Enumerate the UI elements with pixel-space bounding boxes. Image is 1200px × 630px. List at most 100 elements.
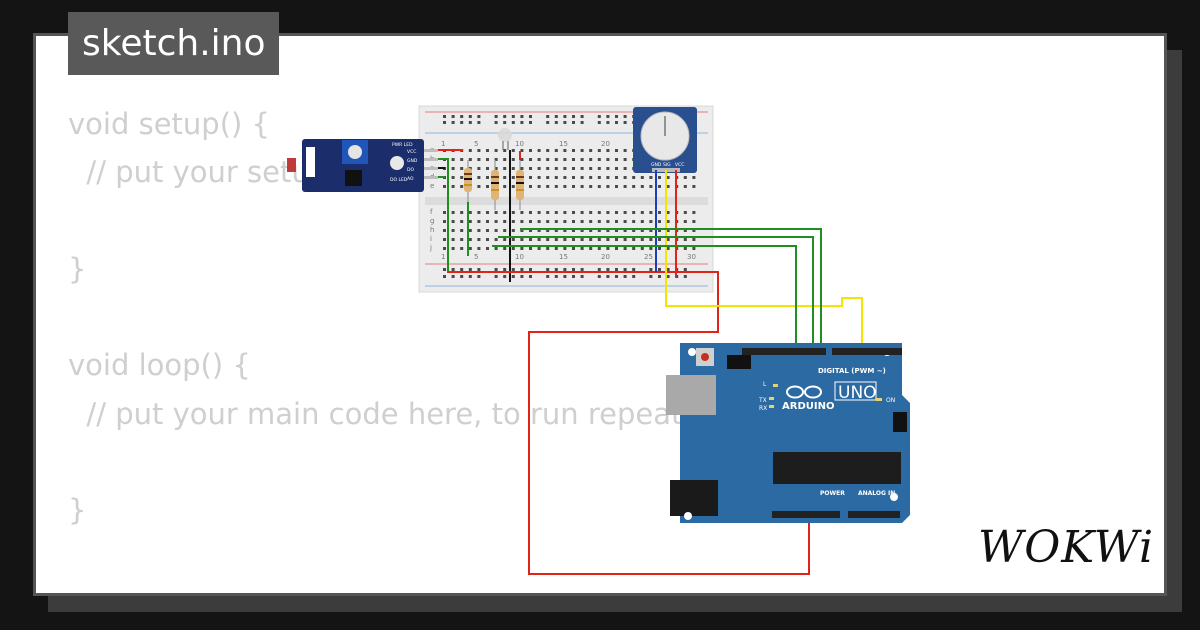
breadboard-hole	[460, 211, 464, 214]
breadboard-hole	[443, 247, 446, 250]
breadboard-hole	[623, 238, 627, 241]
breadboard-hole	[494, 229, 498, 232]
breadboard-hole	[623, 176, 627, 179]
breadboard-hole	[520, 158, 524, 161]
breadboard-hole	[443, 211, 446, 214]
breadboard-hole	[537, 211, 541, 214]
breadboard-hole	[597, 275, 601, 278]
breadboard-hole	[477, 121, 481, 124]
breadboard-hole	[468, 115, 472, 118]
wire-green	[492, 245, 797, 350]
breadboard-hole	[606, 121, 610, 124]
bb-col-label: 30	[687, 253, 696, 261]
breadboard-hole	[640, 185, 644, 188]
code-line: void setup() {	[68, 107, 270, 141]
breadboard-hole	[451, 220, 455, 223]
breadboard-hole	[597, 185, 601, 188]
pot-pin-label: SIG	[663, 162, 671, 168]
file-tab[interactable]: sketch.ino	[68, 12, 280, 75]
breadboard-hole	[563, 211, 567, 214]
usb-port	[666, 375, 716, 415]
wire-red	[448, 271, 810, 575]
breadboard-hole	[494, 247, 498, 250]
breadboard-hole	[658, 185, 661, 188]
led-label: RX	[759, 405, 767, 412]
breadboard-hole	[666, 176, 670, 179]
breadboard-hole	[503, 158, 507, 161]
breadboard-hole	[615, 247, 618, 250]
breadboard-hole	[554, 115, 558, 118]
bb-row-label: h	[430, 226, 434, 234]
led-label: TX	[758, 397, 767, 404]
breadboard-hole	[537, 167, 541, 170]
breadboard-hole	[460, 167, 464, 170]
breadboard-hole	[666, 275, 670, 278]
breadboard-hole	[589, 185, 593, 188]
breadboard-hole	[606, 185, 610, 188]
breadboard-hole	[477, 268, 481, 271]
breadboard-hole	[443, 275, 446, 278]
potentiometer[interactable]: GND SIG VCC	[633, 107, 697, 173]
breadboard-hole	[692, 176, 696, 179]
breadboard-hole	[658, 220, 661, 223]
breadboard-hole	[597, 211, 601, 214]
breadboard-hole	[572, 247, 575, 250]
breadboard-hole	[623, 220, 627, 223]
breadboard-hole	[494, 115, 498, 118]
breadboard-hole	[503, 268, 507, 271]
breadboard-hole	[537, 185, 541, 188]
bb-col-label: 1	[441, 140, 445, 148]
breadboard-hole	[529, 220, 532, 223]
resistors[interactable]	[464, 160, 524, 210]
breadboard-hole	[606, 247, 610, 250]
breadboard-hole	[683, 247, 687, 250]
sensor-pin-label: VCC	[407, 149, 416, 155]
breadboard-hole	[503, 149, 507, 152]
arduino-uno[interactable]: DIGITAL (PWM ~) ARDUINO UNO POWER ANALOG…	[666, 343, 910, 523]
breadboard-hole	[477, 238, 481, 241]
resistor	[516, 160, 524, 210]
breadboard-hole	[511, 247, 515, 250]
breadboard-hole	[597, 268, 601, 271]
breadboard-hole	[494, 121, 498, 124]
breadboard-hole	[658, 247, 661, 250]
led[interactable]	[498, 128, 512, 150]
breadboard-hole	[632, 275, 636, 278]
breadboard-hole	[546, 158, 550, 161]
breadboard-hole	[572, 167, 575, 170]
breadboard-hole	[640, 220, 644, 223]
breadboard-hole	[580, 149, 584, 152]
breadboard-hole	[640, 238, 644, 241]
breadboard-hole	[468, 121, 472, 124]
breadboard-hole	[589, 238, 593, 241]
breadboard-hole	[692, 185, 696, 188]
bb-col-label: 5	[474, 140, 478, 148]
breadboard-hole	[511, 238, 515, 241]
breadboard-hole	[537, 238, 541, 241]
breadboard-hole	[606, 268, 610, 271]
breadboard-hole	[623, 185, 627, 188]
breadboard-hole	[563, 167, 567, 170]
breadboard-hole	[486, 158, 489, 161]
breadboard-hole	[443, 220, 446, 223]
breadboard-hole	[649, 275, 653, 278]
breadboard-hole	[511, 121, 515, 124]
breadboard-hole	[468, 158, 472, 161]
breadboard-hole	[623, 268, 627, 271]
breadboard-hole	[597, 158, 601, 161]
breadboard-hole	[580, 167, 584, 170]
breadboard-hole	[554, 185, 558, 188]
bb-col-label: 20	[601, 253, 610, 261]
light-sensor-module[interactable]: VCC GND DO AO PWR LED DO LED	[287, 139, 438, 192]
sensor-pin-label: DO	[407, 167, 414, 173]
breadboard-hole	[683, 238, 687, 241]
breadboard-hole	[451, 229, 455, 232]
breadboard-hole	[503, 229, 507, 232]
breadboard-hole	[683, 268, 687, 271]
breadboard-hole	[683, 211, 687, 214]
breadboard-hole	[460, 238, 464, 241]
breadboard-hole	[563, 275, 567, 278]
breadboard-hole	[477, 220, 481, 223]
breadboard-hole	[563, 268, 567, 271]
breadboard-hole	[529, 229, 532, 232]
